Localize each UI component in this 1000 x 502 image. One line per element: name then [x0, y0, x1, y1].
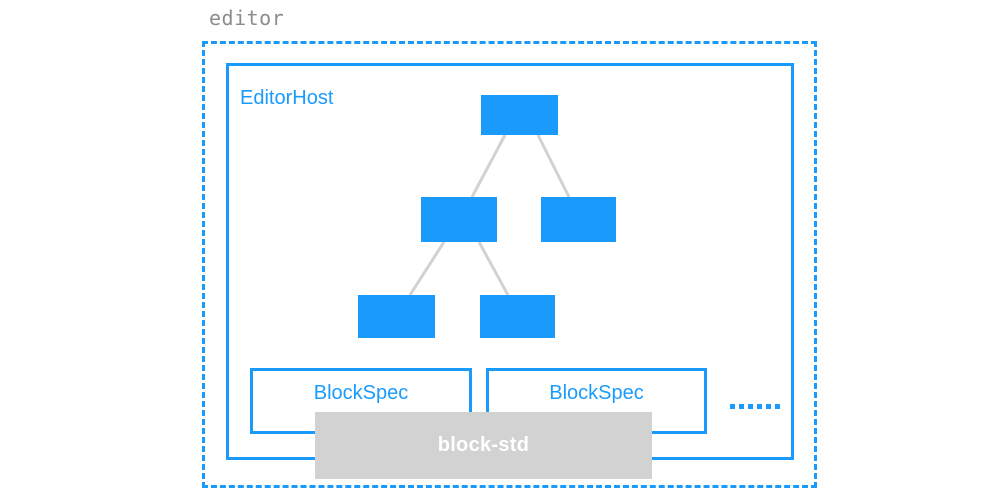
ellipsis-dot	[775, 404, 780, 409]
block-node-l3a[interactable]	[358, 295, 435, 338]
package-label: editor	[209, 6, 285, 30]
block-std-label: block-std	[437, 434, 530, 456]
block-node-l2a[interactable]	[421, 197, 497, 242]
ellipsis-dot	[748, 404, 753, 409]
block-std-bar: block-std	[315, 412, 652, 479]
block-spec-label: BlockSpec	[313, 382, 409, 404]
block-node-l3b[interactable]	[480, 295, 555, 338]
ellipsis-indicator	[730, 404, 780, 409]
ellipsis-dot	[730, 404, 735, 409]
ellipsis-dot	[757, 404, 762, 409]
block-spec-label: BlockSpec	[549, 382, 644, 404]
editor-package-boundary	[202, 41, 817, 488]
block-node-root[interactable]	[481, 95, 558, 135]
ellipsis-dot	[739, 404, 744, 409]
ellipsis-dot	[766, 404, 771, 409]
editor-host-title: EditorHost	[240, 87, 334, 109]
block-node-l2b[interactable]	[541, 197, 616, 242]
